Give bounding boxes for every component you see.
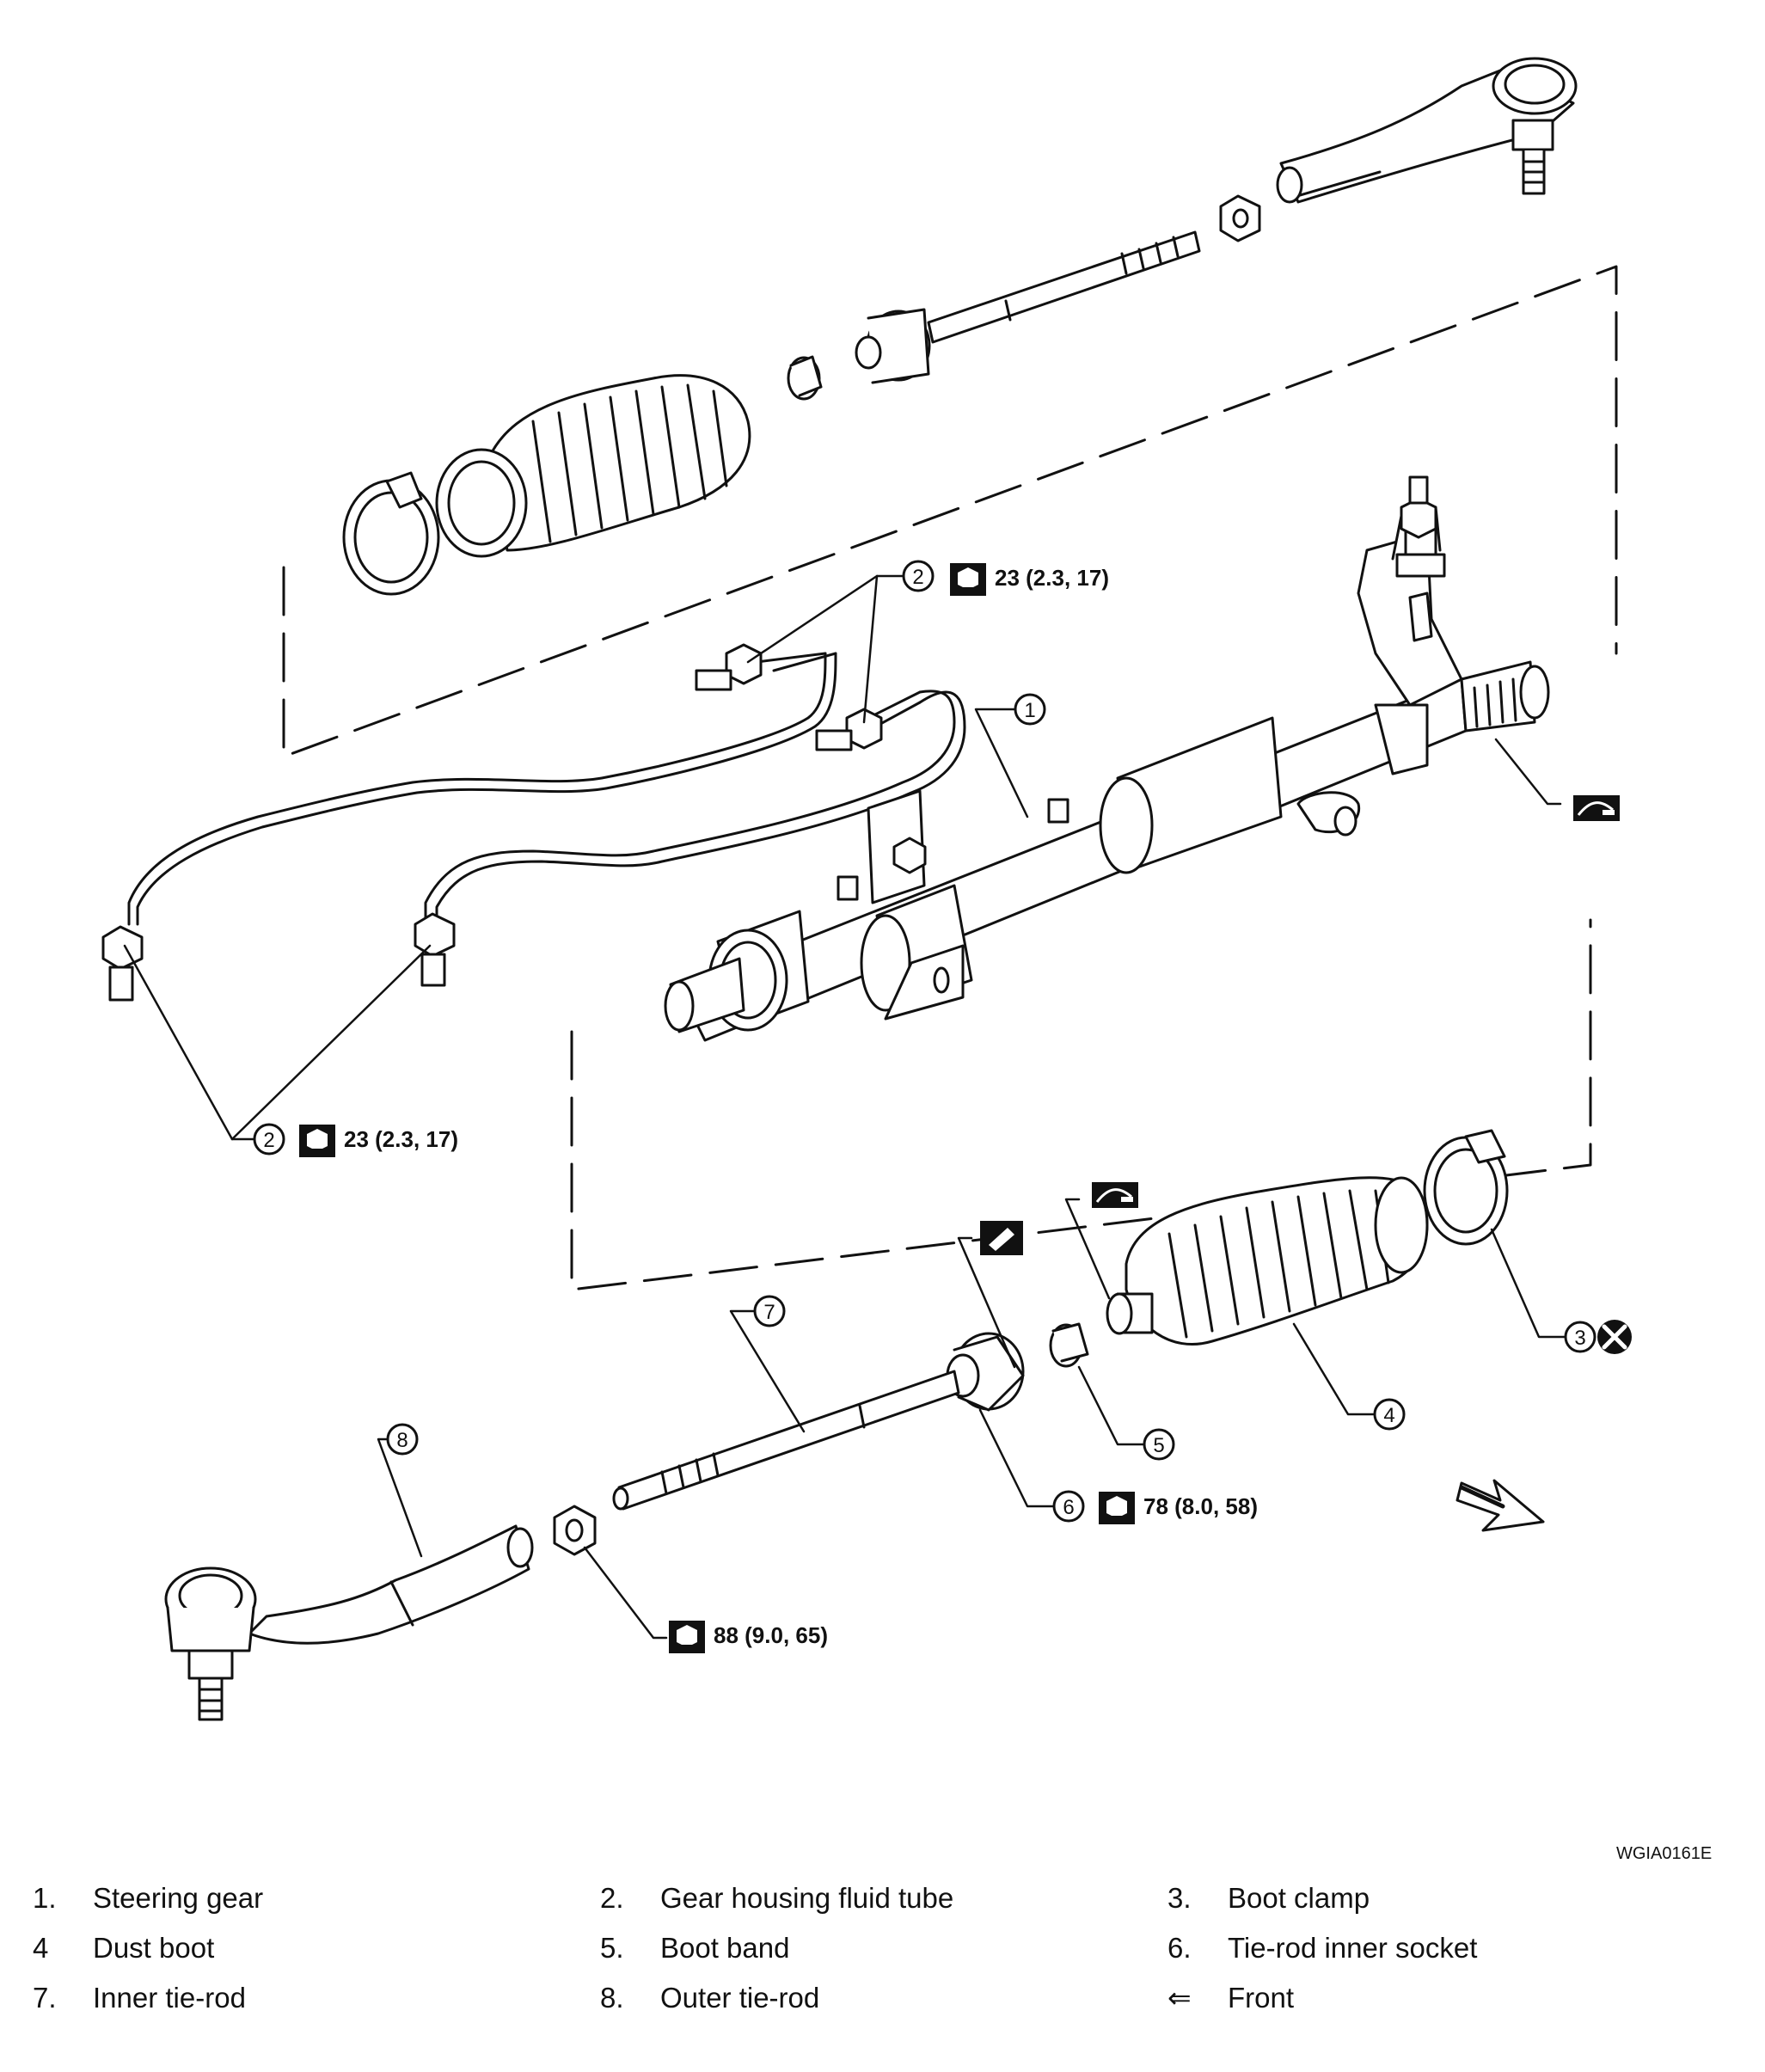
svg-text:4: 4: [1383, 1404, 1394, 1427]
torque-outer-nut: 88 (9.0, 65): [669, 1621, 828, 1653]
front-direction-arrow-icon: [1456, 1479, 1545, 1532]
legend-text: Gear housing fluid tube: [660, 1882, 954, 1914]
sealant-icon: [980, 1221, 1023, 1255]
torque-upper-tube: 23 (2.3, 17): [950, 563, 1109, 596]
svg-text:1: 1: [1024, 699, 1035, 722]
svg-text:23 (2.3, 17): 23 (2.3, 17): [995, 565, 1109, 591]
callout-2-lower: 2: [253, 1123, 285, 1156]
legend-text: Outer tie-rod: [660, 1982, 820, 2014]
legend-item: 3. Boot clamp: [1167, 1881, 1735, 1916]
legend-number: 5.: [600, 1932, 624, 1964]
legend-number: 7.: [33, 1982, 57, 2014]
callout-3: 3: [1564, 1321, 1596, 1353]
svg-text:6: 6: [1063, 1496, 1074, 1519]
do-not-reuse-icon: [1597, 1320, 1632, 1354]
callout-5: 5: [1143, 1428, 1175, 1461]
upper-boot-band: [787, 355, 823, 401]
svg-text:23 (2.3, 17): 23 (2.3, 17): [344, 1126, 458, 1152]
upper-inner-tie-rod: [855, 230, 1201, 384]
legend-number: 1.: [33, 1882, 57, 1914]
torque-wrench-icon: [1099, 1492, 1135, 1524]
svg-text:78 (8.0, 58): 78 (8.0, 58): [1143, 1493, 1258, 1519]
legend-text: Tie-rod inner socket: [1228, 1932, 1478, 1964]
legend-text: Dust boot: [93, 1932, 215, 1964]
grease-icon: [1573, 795, 1620, 821]
exploded-view-diagram: 1 2 2 3 4 5 6 7: [101, 57, 1632, 1721]
lower-tie-rod-inner-socket: [946, 1332, 1025, 1412]
callout-2-upper: 2: [902, 560, 935, 592]
grease-icon: [1092, 1182, 1138, 1208]
lower-outer-tie-rod: [164, 1524, 534, 1721]
tube-fittings: [101, 643, 883, 1002]
legend-item: ⇐ Front: [1167, 1981, 1735, 2015]
legend-number: 6.: [1167, 1932, 1192, 1964]
lower-inner-tie-rod: [612, 1370, 960, 1511]
legend-number: 3.: [1167, 1882, 1192, 1914]
torque-lower-tube: 23 (2.3, 17): [299, 1125, 458, 1157]
lower-boot-band: [1049, 1322, 1089, 1368]
torque-wrench-icon: [299, 1125, 335, 1157]
legend-number: 4: [33, 1932, 49, 1964]
svg-text:2: 2: [912, 566, 923, 589]
steering-gear-housing: [664, 475, 1550, 1042]
upper-dust-boot: [435, 374, 751, 558]
legend-item: 1. Steering gear: [33, 1881, 600, 1916]
figure-code: WGIA0161E: [1616, 1844, 1713, 1863]
legend-number: 8.: [600, 1982, 624, 2014]
torque-wrench-icon: [950, 563, 986, 596]
assembly-dashed-lines: [282, 265, 1618, 1291]
callout-1: 1: [1014, 693, 1046, 726]
callout-8: 8: [386, 1423, 419, 1456]
legend-text: Boot clamp: [1228, 1882, 1370, 1914]
legend-text: Inner tie-rod: [93, 1982, 246, 2014]
parts-legend: 1. Steering gear 2. Gear housing fluid t…: [33, 1881, 1735, 2015]
svg-text:88 (9.0, 65): 88 (9.0, 65): [714, 1622, 828, 1648]
torque-wrench-icon: [669, 1621, 705, 1653]
legend-text: Front: [1228, 1982, 1295, 2014]
legend-number: 2.: [600, 1882, 624, 1914]
leader-lines: [123, 574, 1566, 1640]
callout-6: 6: [1052, 1490, 1085, 1523]
legend-text: Boot band: [660, 1932, 790, 1964]
gear-housing-fluid-tubes: [127, 652, 966, 926]
front-arrow-icon: ⇐: [1167, 1982, 1192, 2014]
lower-boot-clamp: [1423, 1129, 1509, 1246]
svg-text:5: 5: [1153, 1434, 1164, 1457]
upper-boot-clamp: [342, 471, 440, 596]
legend-item: 2. Gear housing fluid tube: [600, 1881, 1167, 1916]
lower-jam-nut: [553, 1505, 597, 1556]
legend-item: 8. Outer tie-rod: [600, 1981, 1167, 2015]
svg-text:2: 2: [263, 1129, 274, 1152]
legend-item: 5. Boot band: [600, 1931, 1167, 1965]
svg-text:7: 7: [763, 1301, 775, 1324]
svg-text:3: 3: [1574, 1327, 1585, 1350]
legend-item: 7. Inner tie-rod: [33, 1981, 600, 2015]
torque-inner-socket: 78 (8.0, 58): [1099, 1492, 1258, 1524]
upper-outer-tie-rod: [1276, 57, 1578, 204]
callout-7: 7: [753, 1295, 786, 1327]
upper-jam-nut: [1219, 194, 1261, 242]
legend-item: 4 Dust boot: [33, 1931, 600, 1965]
legend-text: Steering gear: [93, 1882, 264, 1914]
legend-item: 6. Tie-rod inner socket: [1167, 1931, 1735, 1965]
callout-4: 4: [1373, 1398, 1406, 1431]
lower-dust-boot: [1106, 1176, 1429, 1346]
svg-text:8: 8: [396, 1429, 408, 1452]
